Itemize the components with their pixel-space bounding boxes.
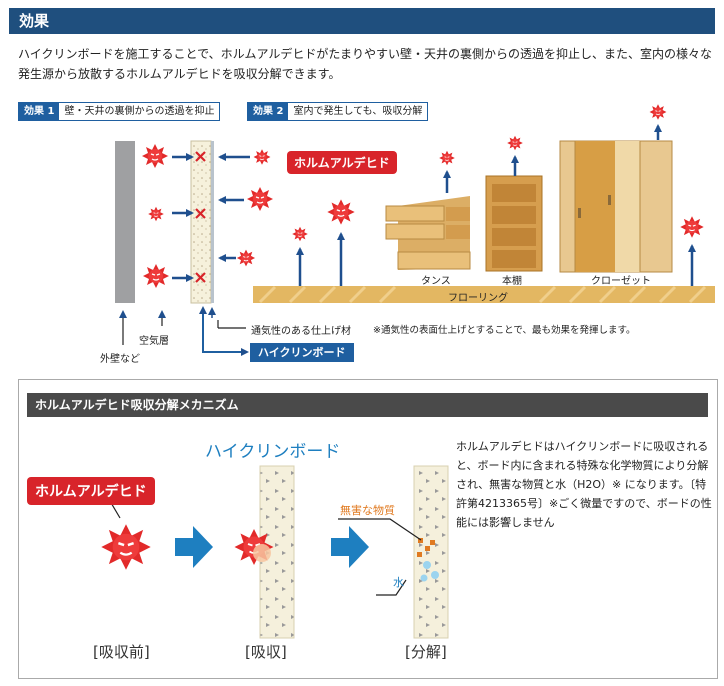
finish-layer (211, 141, 214, 303)
formaldehyde-molecule (291, 226, 309, 242)
outer-wall-label: 外壁など (100, 354, 140, 365)
formaldehyde-molecule (147, 206, 165, 222)
formaldehyde-molecule (679, 215, 705, 239)
formaldehyde-molecule (253, 148, 271, 166)
stage-before: [吸収前] (93, 643, 150, 661)
effect2-text: 室内で発生しても、吸収分解 (293, 106, 423, 117)
effect1-number: 効果 1 (19, 103, 60, 120)
stage-absorb: [吸収] (245, 643, 287, 661)
intro-text: ハイクリンボードを施工することで、ホルムアルデヒドがたまりやすい壁・天井の裏側か… (18, 47, 712, 81)
bookshelf (485, 175, 543, 272)
formaldehyde-molecule (649, 103, 667, 121)
tansu-drawer (385, 196, 471, 270)
formaldehyde-label: ホルムアルデヒド (287, 151, 397, 174)
section-title: 効果 (19, 12, 50, 30)
formaldehyde-molecule (506, 135, 524, 151)
mechanism-panel (18, 379, 718, 679)
block-marks (195, 151, 206, 283)
mechanism-title: ホルムアルデヒド吸収分解メカニズム (27, 393, 708, 417)
harmless-label: 無害な物質 (340, 504, 395, 517)
formaldehyde-molecule (326, 198, 356, 226)
tansu-label: タンス (421, 276, 451, 287)
water-particles (420, 561, 439, 582)
arrow-absorb (175, 526, 213, 568)
harmless-particles (417, 538, 435, 557)
shelf-label: 本棚 (502, 276, 522, 287)
finish-note: ※通気性の表面仕上げとすることで、最も効果を発揮します。 (373, 325, 636, 336)
finish-label: 通気性のある仕上げ材 (251, 326, 351, 337)
formaldehyde-molecule (141, 143, 169, 169)
water-label: 水 (393, 576, 404, 589)
arrow-decompose (331, 526, 369, 568)
section-header: 効果 (9, 8, 715, 34)
effect2-tag: 効果 2 室内で発生しても、吸収分解 (247, 102, 429, 121)
board-label: ハイクリンボード (250, 343, 354, 362)
air-layer-label: 空気層 (139, 336, 169, 347)
outer-wall (115, 141, 135, 303)
effect1-tag: 効果 1 壁・天井の裏側からの透過を抑止 (18, 102, 221, 121)
mechanism-formaldehyde-label: ホルムアルデヒド (27, 477, 155, 505)
floor-label: フローリング (448, 293, 508, 304)
flooring (253, 286, 715, 303)
stage-decompose: [分解] (405, 643, 447, 661)
formaldehyde-molecule (236, 249, 256, 267)
formaldehyde-molecule (438, 150, 456, 166)
mechanism-subtitle: ハイクリンボード (205, 442, 341, 462)
formaldehyde-molecule (142, 263, 170, 289)
closet-label: クローゼット (591, 276, 651, 287)
formaldehyde-molecule (246, 186, 274, 212)
effect1-text: 壁・天井の裏側からの透過を抑止 (64, 106, 215, 117)
mechanism-description: ホルムアルデヒドはハイクリンボードに吸収されると、ボード内に含まれる特殊な化学物… (456, 440, 712, 529)
closet (559, 140, 673, 273)
effect2-number: 効果 2 (248, 103, 289, 120)
